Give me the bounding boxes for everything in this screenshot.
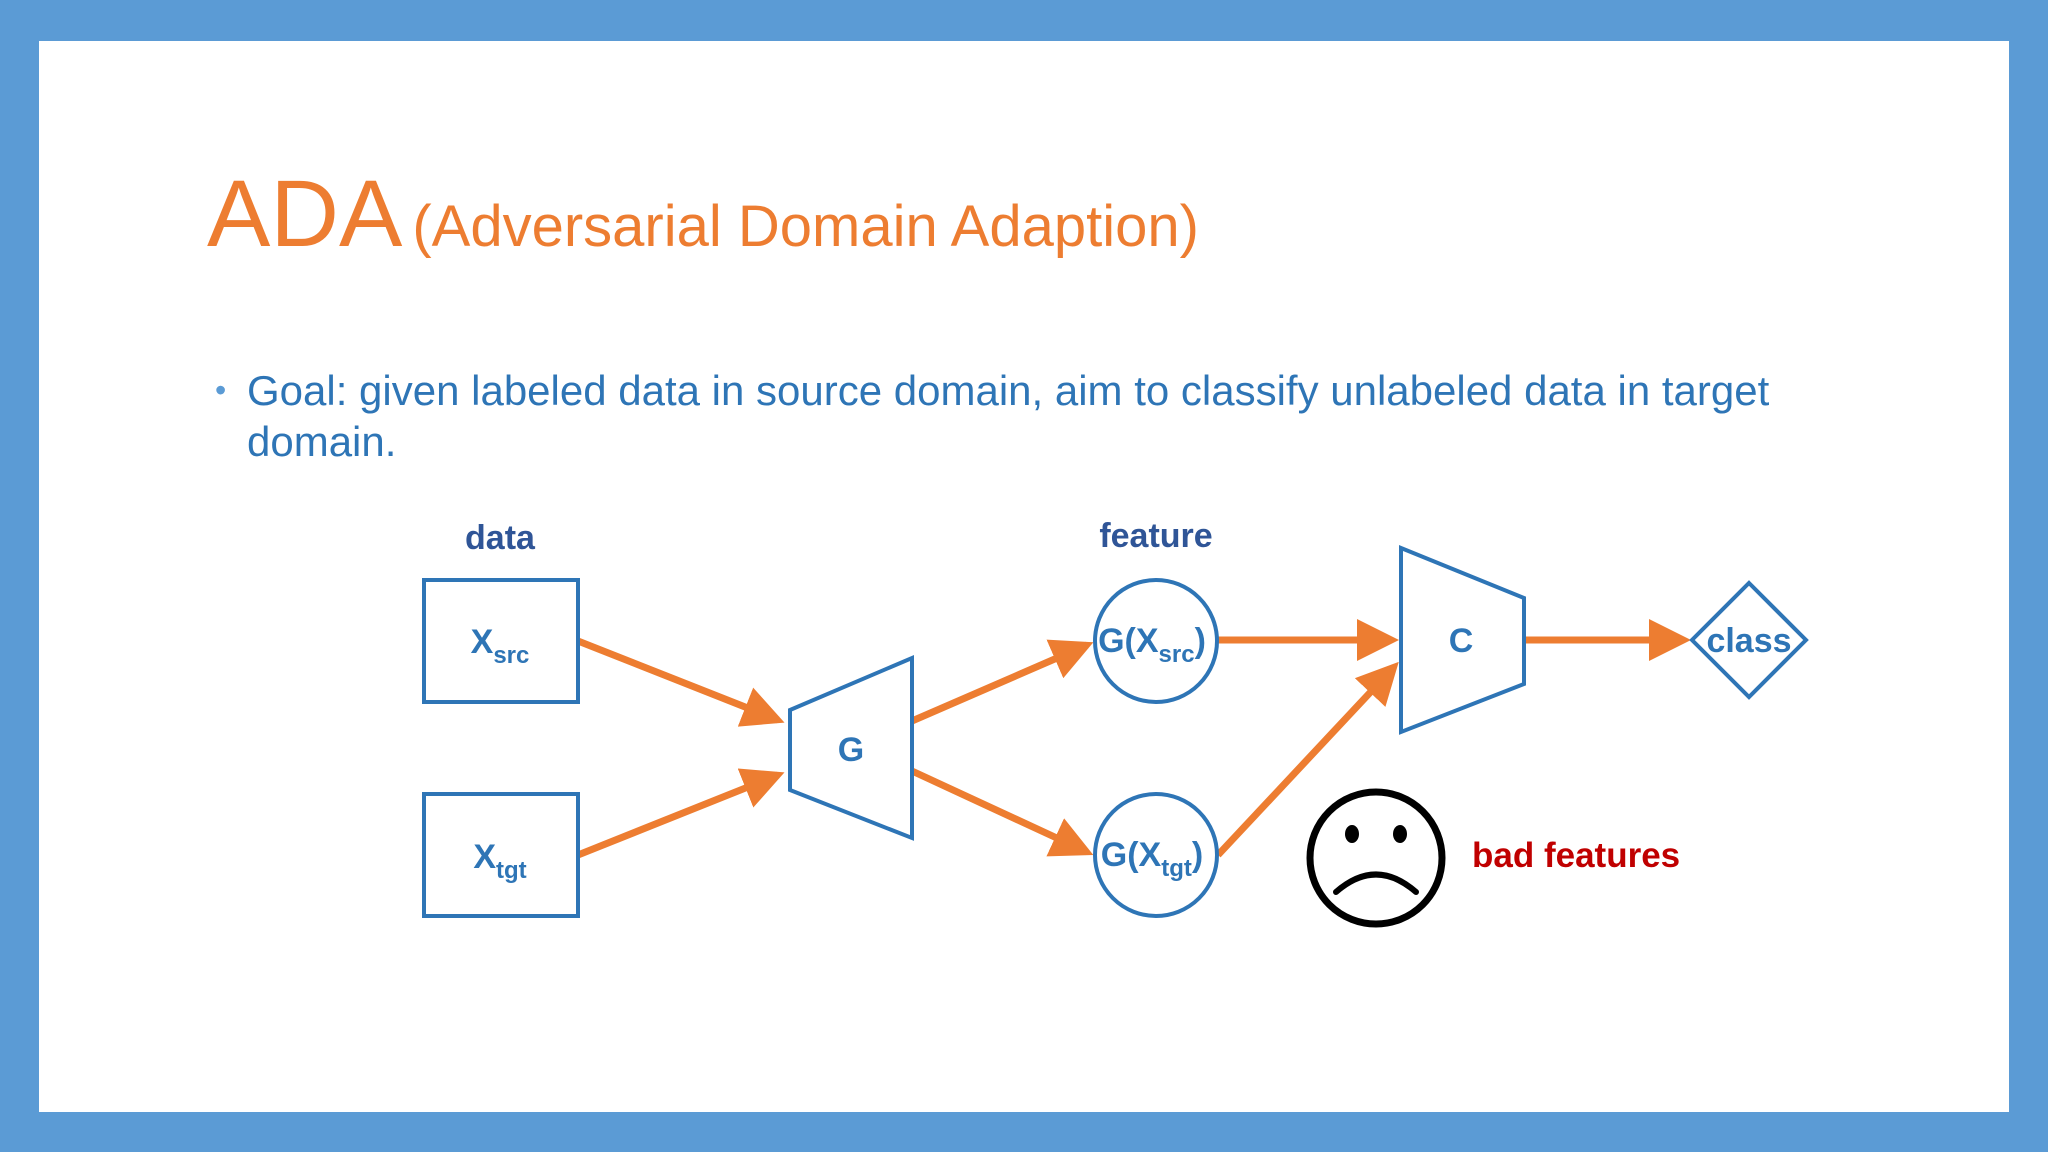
data-column-label: data xyxy=(465,519,536,557)
g-src-label: G(Xsrc) xyxy=(1098,622,1206,668)
title-sub: (Adversarial Domain Adaption) xyxy=(412,194,1199,259)
x-tgt-box xyxy=(422,792,580,918)
g-src-circle xyxy=(1093,578,1219,704)
x-tgt-label: Xtgt xyxy=(473,838,526,884)
arrows xyxy=(576,619,1691,859)
slide-title: ADA(Adversarial Domain Adaption) xyxy=(207,160,1199,269)
goal-bullet: • Goal: given labeled data in source dom… xyxy=(215,365,1867,467)
x-src-box xyxy=(422,578,580,704)
feature-column-label: feature xyxy=(1099,517,1212,555)
class-label: class xyxy=(1706,622,1791,660)
g-tgt-label: G(Xtgt) xyxy=(1101,836,1203,882)
classifier-c-shape xyxy=(1399,545,1526,735)
x-src-label: Xsrc xyxy=(471,623,530,669)
goal-text: Goal: given labeled data in source domai… xyxy=(247,367,1770,465)
generator-g-label: G xyxy=(838,731,864,769)
arrow-gtgt-to-c xyxy=(1215,661,1399,858)
arrow-xsrc-to-g xyxy=(576,637,785,727)
title-main: ADA xyxy=(207,161,403,267)
bad-features-label: bad features xyxy=(1472,836,1680,875)
class-diamond xyxy=(1689,580,1809,700)
arrow-xtgt-to-g xyxy=(576,768,785,859)
generator-g-shape xyxy=(788,654,914,841)
g-tgt-circle xyxy=(1093,792,1219,918)
slide-canvas xyxy=(39,41,2009,1112)
bullet-dot-icon: • xyxy=(215,372,227,408)
sad-face-icon xyxy=(1306,788,1446,928)
arrow-g-to-gsrc xyxy=(910,639,1094,725)
arrow-g-to-gtgt xyxy=(910,767,1094,857)
classifier-c-label: C xyxy=(1449,622,1474,660)
